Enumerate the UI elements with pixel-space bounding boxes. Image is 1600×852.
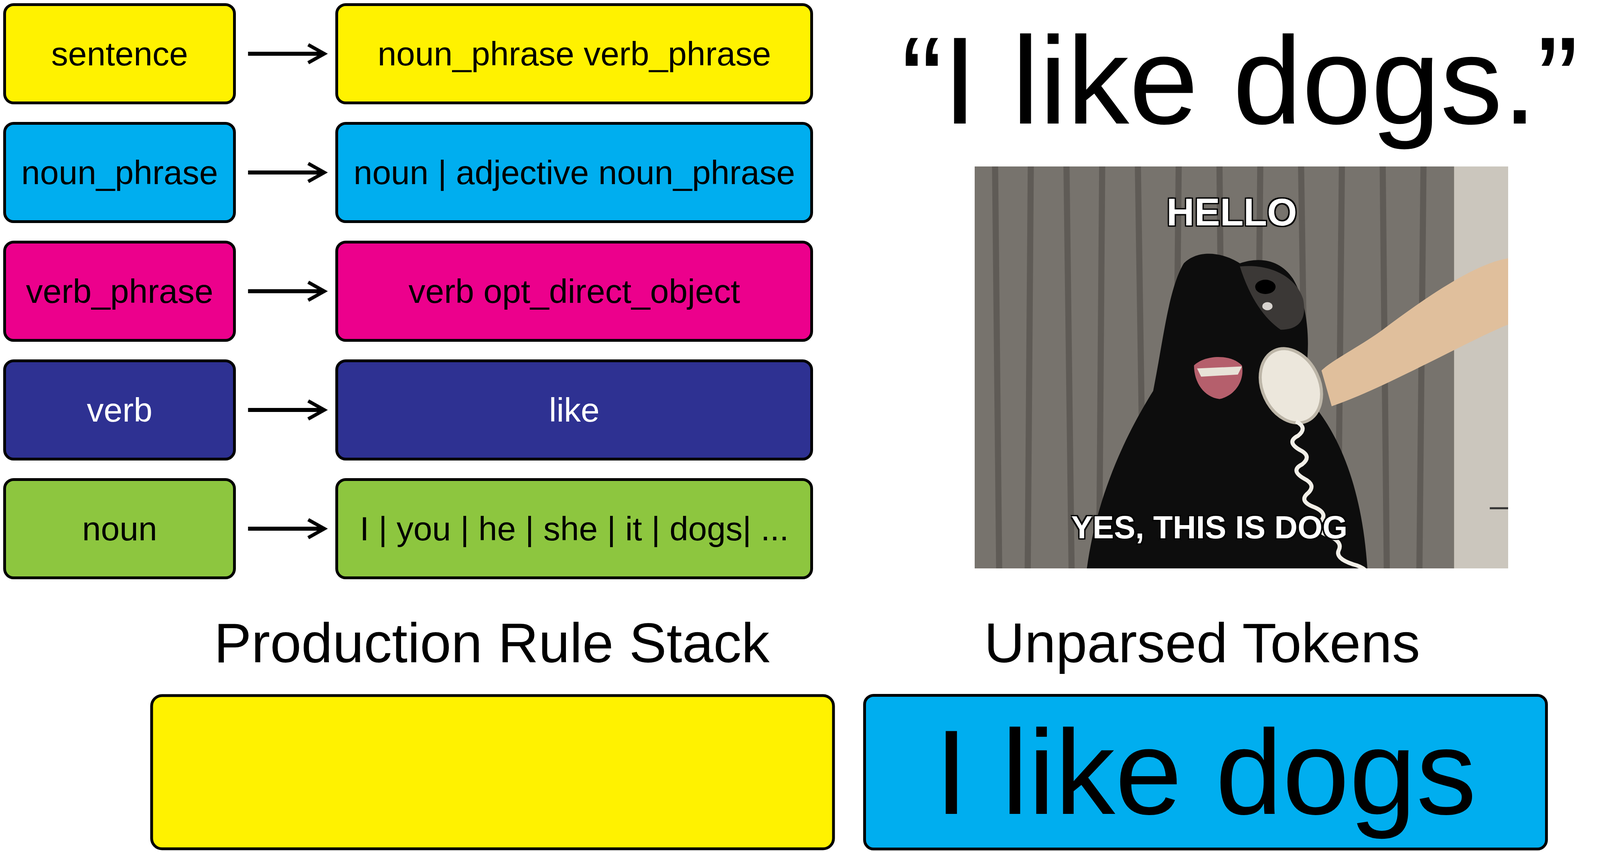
rule-body-box: noun_phrase verb_phrase xyxy=(335,3,814,105)
dog-snout xyxy=(1239,265,1304,330)
rule-body-box: verb opt_direct_object xyxy=(335,240,814,342)
section-label: Unparsed Tokens xyxy=(984,612,1421,674)
rule-body-box: I | you | he | she | it | dogs| ... xyxy=(335,478,814,580)
node-text: I | you | he | she | it | dogs| ... xyxy=(359,509,789,549)
rule-arrow xyxy=(247,170,325,175)
production-rule-stack-box xyxy=(151,695,834,849)
node-text: noun xyxy=(82,509,158,549)
example-sentence: “I like dogs.” xyxy=(901,12,1579,149)
rule-head-box: verb xyxy=(3,359,236,461)
node-text: noun_phrase verb_phrase xyxy=(377,34,771,74)
node-text: I like dogs xyxy=(934,703,1477,842)
rule-head-box: noun xyxy=(3,478,236,580)
section-label: Production Rule Stack xyxy=(213,612,770,674)
rule-arrow xyxy=(247,407,325,412)
rule-arrow xyxy=(247,289,325,294)
meme-background xyxy=(974,166,1509,569)
node-text: like xyxy=(549,390,600,430)
dog-mouth xyxy=(1194,356,1243,400)
node-text: noun | adjective noun_phrase xyxy=(353,153,795,193)
node-text: verb opt_direct_object xyxy=(408,271,741,311)
rule-arrow xyxy=(247,51,325,56)
dog-eye xyxy=(1262,302,1273,311)
node-text: noun_phrase xyxy=(21,153,218,193)
rule-body-box: like xyxy=(335,359,814,461)
rule-head-box: sentence xyxy=(3,3,236,105)
dog-nose xyxy=(1255,279,1276,295)
rule-body-box: noun | adjective noun_phrase xyxy=(335,121,814,224)
node-text: sentence xyxy=(51,34,189,74)
node-text: verb xyxy=(87,390,153,430)
rule-head-box: noun_phrase xyxy=(3,121,236,224)
rule-arrow xyxy=(247,526,325,531)
meme-caption: YES, THIS IS DOG xyxy=(1070,509,1348,546)
rule-head-box: verb_phrase xyxy=(3,240,236,342)
hand-arm xyxy=(1321,258,1509,407)
wall xyxy=(1453,166,1509,569)
wall-mark xyxy=(1489,506,1509,509)
node-text: verb_phrase xyxy=(26,271,214,311)
unparsed-tokens-box: I like dogs xyxy=(863,693,1548,851)
meme-caption: HELLO xyxy=(1166,190,1297,234)
empty-stack-box xyxy=(150,693,836,852)
dog-teeth xyxy=(1196,366,1242,377)
phone-cord xyxy=(1292,421,1417,569)
phone-receiver xyxy=(1248,338,1334,433)
